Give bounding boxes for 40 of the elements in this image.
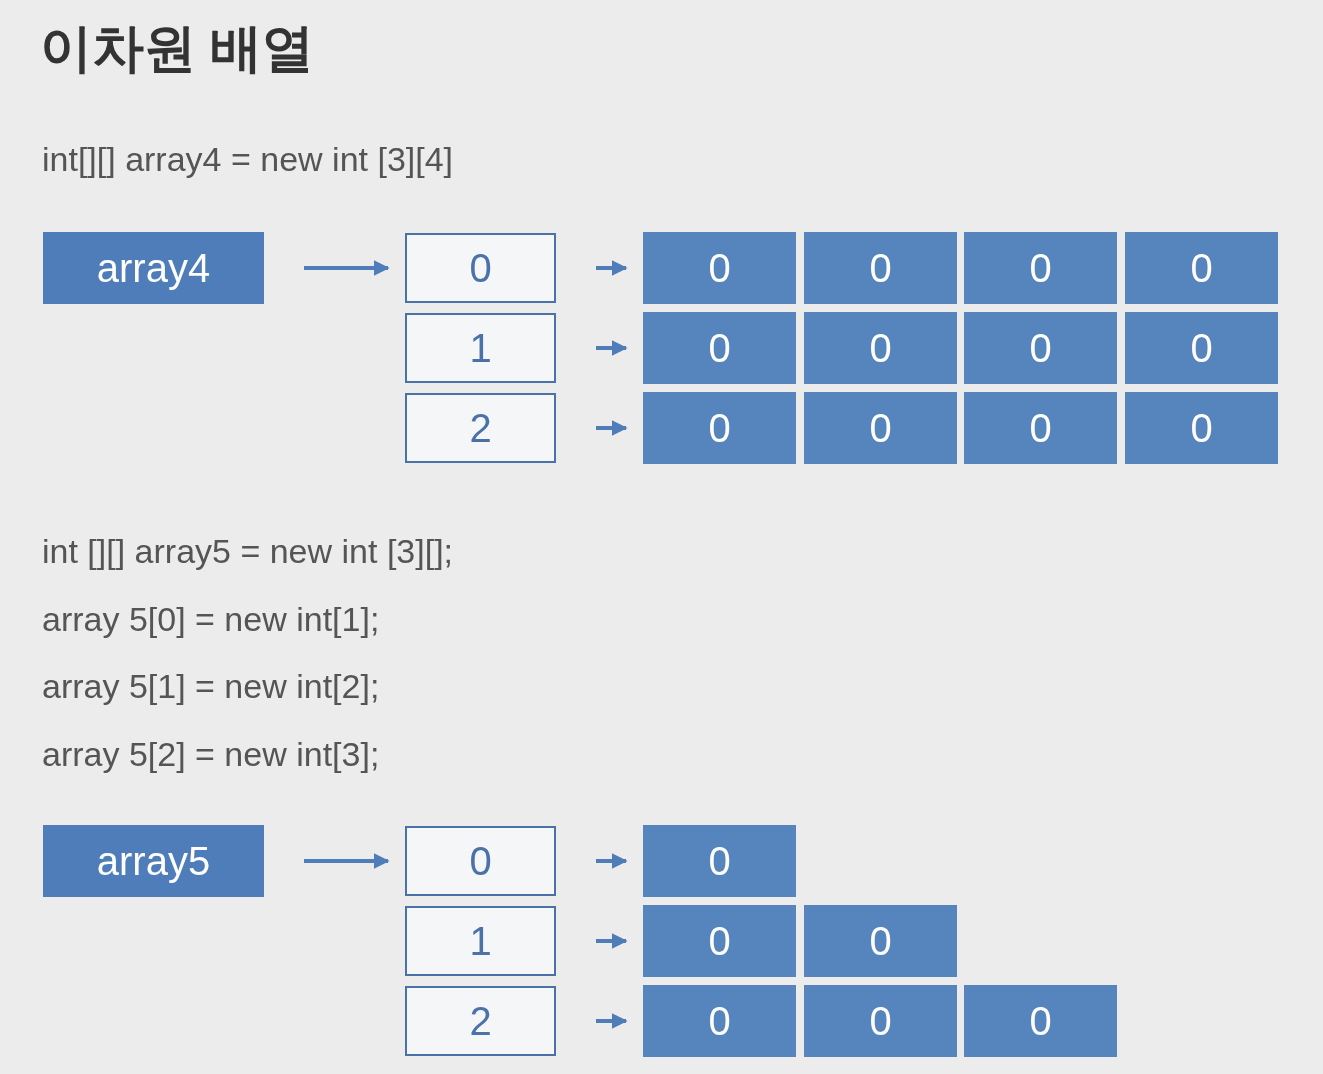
array-cell: 0: [643, 825, 796, 897]
arrow: [304, 260, 390, 276]
array-cell: 0: [964, 232, 1117, 304]
array-cell: 0: [804, 985, 957, 1057]
index-box: 1: [405, 313, 556, 383]
index-box: 0: [405, 826, 556, 896]
array-cell: 0: [964, 312, 1117, 384]
code-line: array 5[1] = new int[2];: [42, 667, 380, 706]
array-cell: 0: [1125, 392, 1278, 464]
array-cell: 0: [643, 392, 796, 464]
arrow: [596, 853, 628, 869]
array-cell: 0: [643, 312, 796, 384]
arrow: [304, 853, 390, 869]
code-line: int [][] array5 = new int [3][];: [42, 532, 454, 571]
array-cell: 0: [804, 905, 957, 977]
array-cell: 0: [804, 232, 957, 304]
code-line: array 5[0] = new int[1];: [42, 600, 380, 639]
arrow: [596, 1013, 628, 1029]
arrow: [596, 420, 628, 436]
index-box: 0: [405, 233, 556, 303]
array-cell: 0: [643, 985, 796, 1057]
array-cell: 0: [1125, 312, 1278, 384]
array-cell: 0: [643, 905, 796, 977]
index-box: 2: [405, 986, 556, 1056]
code-line: int[][] array4 = new int [3][4]: [42, 140, 454, 179]
code-line: array 5[2] = new int[3];: [42, 735, 380, 774]
arrow: [596, 933, 628, 949]
title: 이차원 배열: [40, 18, 315, 79]
arrow: [596, 340, 628, 356]
array-cell: 0: [964, 985, 1117, 1057]
array-cell: 0: [643, 232, 796, 304]
variable-box: array5: [43, 825, 264, 897]
array-cell: 0: [964, 392, 1117, 464]
array-cell: 0: [804, 312, 957, 384]
array-cell: 0: [1125, 232, 1278, 304]
index-box: 2: [405, 393, 556, 463]
array-cell: 0: [804, 392, 957, 464]
variable-box: array4: [43, 232, 264, 304]
arrow: [596, 260, 628, 276]
index-box: 1: [405, 906, 556, 976]
